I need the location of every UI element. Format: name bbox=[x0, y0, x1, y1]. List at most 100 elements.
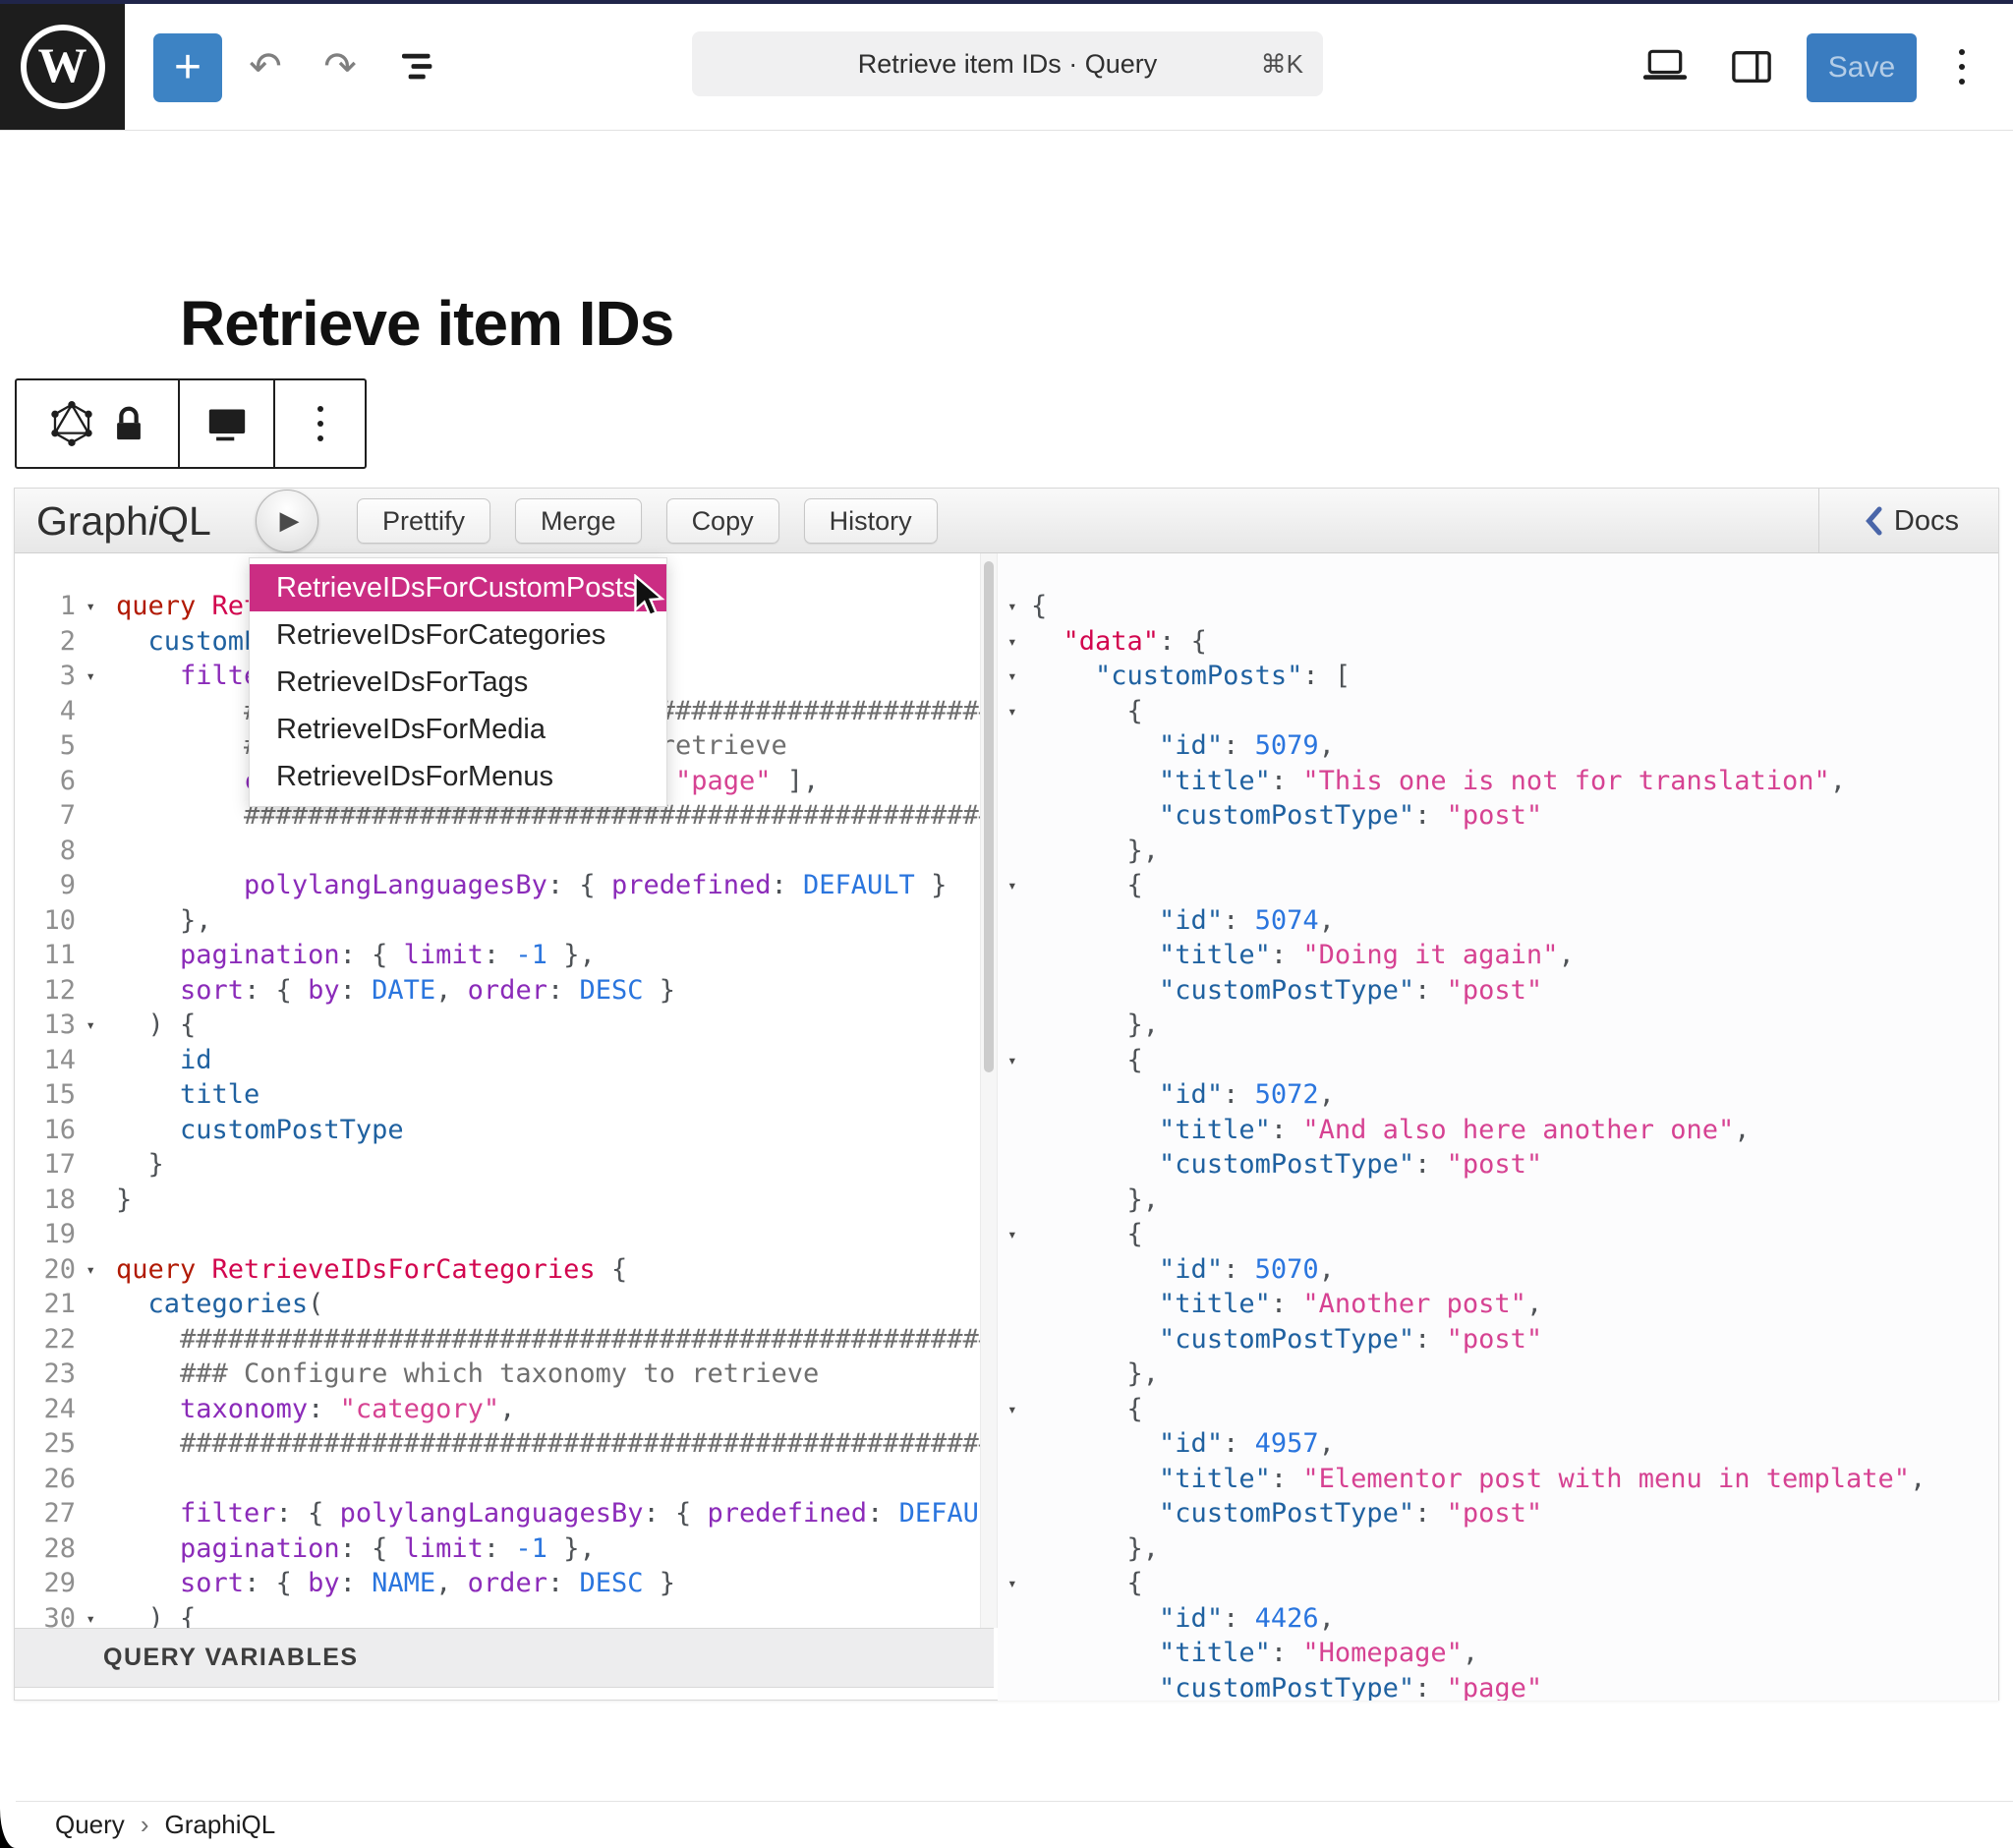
response-line: }, bbox=[1126, 1184, 1160, 1215]
line-number: 28 bbox=[43, 1532, 76, 1564]
response-line: ▾ { bbox=[998, 868, 1998, 903]
response-json: ▾{▾ "data": {▾ "customPosts": [▾ { "id":… bbox=[998, 589, 1998, 1701]
code-line[interactable]: title bbox=[180, 1079, 260, 1110]
code-line[interactable]: sort: { by: DATE, order: DESC } bbox=[180, 974, 676, 1006]
graphiql-button-group: Prettify Merge Copy History bbox=[357, 498, 938, 544]
breadcrumb-item-query[interactable]: Query bbox=[55, 1809, 125, 1839]
code-line[interactable] bbox=[116, 834, 980, 869]
response-line: "title": "And also here another one", bbox=[1159, 1114, 1751, 1145]
response-line: ▾ "data": { bbox=[998, 624, 1998, 660]
response-line: "id": 4426, bbox=[1159, 1602, 1335, 1634]
dropdown-item[interactable]: RetrieveIDsForCustomPosts bbox=[250, 564, 666, 611]
response-line: ▾{ bbox=[998, 589, 1998, 624]
command-shortcut: ⌘K bbox=[1260, 48, 1303, 79]
code-line[interactable] bbox=[116, 1462, 980, 1497]
code-line[interactable] bbox=[116, 1217, 980, 1252]
merge-button[interactable]: Merge bbox=[515, 498, 642, 544]
code-line[interactable]: } bbox=[147, 1149, 164, 1180]
execute-query-button[interactable]: ▶ bbox=[256, 490, 318, 552]
response-line: ▾ { bbox=[998, 1392, 1998, 1427]
response-line: ▾ { bbox=[998, 1566, 1998, 1601]
code-line[interactable]: ########################################… bbox=[180, 1323, 980, 1355]
line-number: 25 bbox=[43, 1428, 76, 1459]
response-line: ▾ { bbox=[998, 1043, 1998, 1078]
query-variables-bar[interactable]: QUERY VARIABLES bbox=[15, 1628, 994, 1688]
block-inserter-button[interactable]: + bbox=[153, 33, 222, 102]
save-button[interactable]: Save bbox=[1807, 33, 1917, 102]
code-line[interactable]: customPostType bbox=[180, 1114, 404, 1145]
options-menu-button[interactable] bbox=[1934, 4, 1989, 130]
line-number: 12 bbox=[43, 974, 76, 1006]
response-line: "title": "Elementor post with menu in te… bbox=[1159, 1463, 1927, 1494]
code-line[interactable]: sort: { by: NAME, order: DESC } bbox=[180, 1568, 676, 1598]
line-number: 3▾ bbox=[15, 659, 97, 694]
code-line[interactable]: ) { bbox=[147, 1010, 197, 1040]
editor-scrollbar[interactable] bbox=[980, 553, 998, 1628]
code-line[interactable]: filter: { polylangLanguagesBy: { predefi… bbox=[180, 1498, 980, 1529]
code-line[interactable]: }, bbox=[180, 904, 212, 936]
block-type-button[interactable] bbox=[17, 380, 180, 467]
display-conditions-button[interactable] bbox=[180, 380, 275, 467]
fold-icon: ▾ bbox=[86, 1608, 95, 1628]
prettify-button[interactable]: Prettify bbox=[357, 498, 491, 544]
preview-button[interactable] bbox=[1636, 4, 1695, 130]
code-line[interactable]: pagination: { limit: -1 }, bbox=[180, 1532, 596, 1564]
breadcrumb-item-graphiql[interactable]: GraphiQL bbox=[164, 1809, 276, 1839]
settings-panel-toggle[interactable] bbox=[1722, 4, 1781, 130]
response-line: }, bbox=[1126, 835, 1160, 866]
block-options-button[interactable] bbox=[275, 380, 365, 467]
fold-icon: ▾ bbox=[86, 666, 95, 685]
history-button[interactable]: History bbox=[803, 498, 938, 544]
response-line: "title": "This one is not for translatio… bbox=[1159, 765, 1847, 796]
line-number: 4 bbox=[59, 695, 76, 726]
code-line[interactable]: } bbox=[116, 1184, 133, 1215]
editor-header: W + ↶ ↷ Retrieve item IDs · Query ⌘K bbox=[0, 4, 2013, 131]
page-title[interactable]: Retrieve item IDs bbox=[180, 288, 674, 359]
wordpress-logo-button[interactable]: W bbox=[0, 4, 125, 130]
breadcrumb: Query › GraphiQL bbox=[55, 1801, 275, 1848]
code-line[interactable]: ########################################… bbox=[180, 1428, 980, 1459]
line-number: 27 bbox=[43, 1498, 76, 1529]
response-line: "id": 5070, bbox=[1159, 1253, 1335, 1285]
response-line: "customPostType": "post" bbox=[1159, 1498, 1543, 1529]
line-number: 16 bbox=[43, 1114, 76, 1145]
line-number: 14 bbox=[43, 1044, 76, 1075]
dropdown-item[interactable]: RetrieveIDsForMenus bbox=[276, 761, 554, 792]
preview-laptop-icon bbox=[1642, 49, 1688, 80]
code-line[interactable]: ### Configure which taxonomy to retrieve bbox=[180, 1358, 820, 1389]
dropdown-item[interactable]: RetrieveIDsForCategories bbox=[276, 619, 606, 651]
fold-icon: ▾ bbox=[1007, 666, 1017, 685]
line-number: 30▾ bbox=[15, 1601, 97, 1629]
response-line: "customPostType": "post" bbox=[1159, 1323, 1543, 1355]
line-number: 24 bbox=[43, 1393, 76, 1424]
code-line[interactable]: pagination: { limit: -1 }, bbox=[180, 940, 596, 970]
dropdown-item[interactable]: RetrieveIDsForMedia bbox=[276, 714, 546, 745]
line-number: 23 bbox=[43, 1358, 76, 1389]
dropdown-item[interactable]: RetrieveIDsForTags bbox=[276, 666, 529, 698]
code-line[interactable]: ) { bbox=[147, 1602, 197, 1629]
response-line: "customPostType": "post" bbox=[1159, 974, 1543, 1006]
list-view-button[interactable] bbox=[391, 4, 450, 130]
fold-icon: ▾ bbox=[1007, 876, 1017, 895]
code-line[interactable]: query RetrieveIDsForCategories { bbox=[116, 1253, 628, 1285]
fold-icon: ▾ bbox=[86, 1015, 95, 1034]
copy-button[interactable]: Copy bbox=[665, 498, 779, 544]
line-number: 2 bbox=[59, 625, 76, 657]
window-top-edge bbox=[0, 0, 2013, 4]
docs-button[interactable]: Docs bbox=[1865, 489, 1959, 553]
code-line[interactable]: id bbox=[180, 1044, 212, 1075]
code-line[interactable]: polylangLanguagesBy: { predefined: DEFAU… bbox=[244, 870, 948, 900]
redo-button[interactable]: ↷ bbox=[311, 4, 370, 130]
scrollbar-thumb[interactable] bbox=[984, 561, 994, 1072]
code-line[interactable]: categories( bbox=[147, 1289, 324, 1319]
command-center-search[interactable]: Retrieve item IDs · Query ⌘K bbox=[692, 31, 1323, 96]
response-line: "id": 5074, bbox=[1159, 904, 1335, 936]
line-number: 21 bbox=[43, 1289, 76, 1319]
query-variables-label: QUERY VARIABLES bbox=[103, 1644, 359, 1671]
code-line[interactable]: taxonomy: "category", bbox=[180, 1393, 516, 1424]
undo-button[interactable]: ↶ bbox=[236, 4, 295, 130]
list-view-icon bbox=[402, 53, 432, 80]
